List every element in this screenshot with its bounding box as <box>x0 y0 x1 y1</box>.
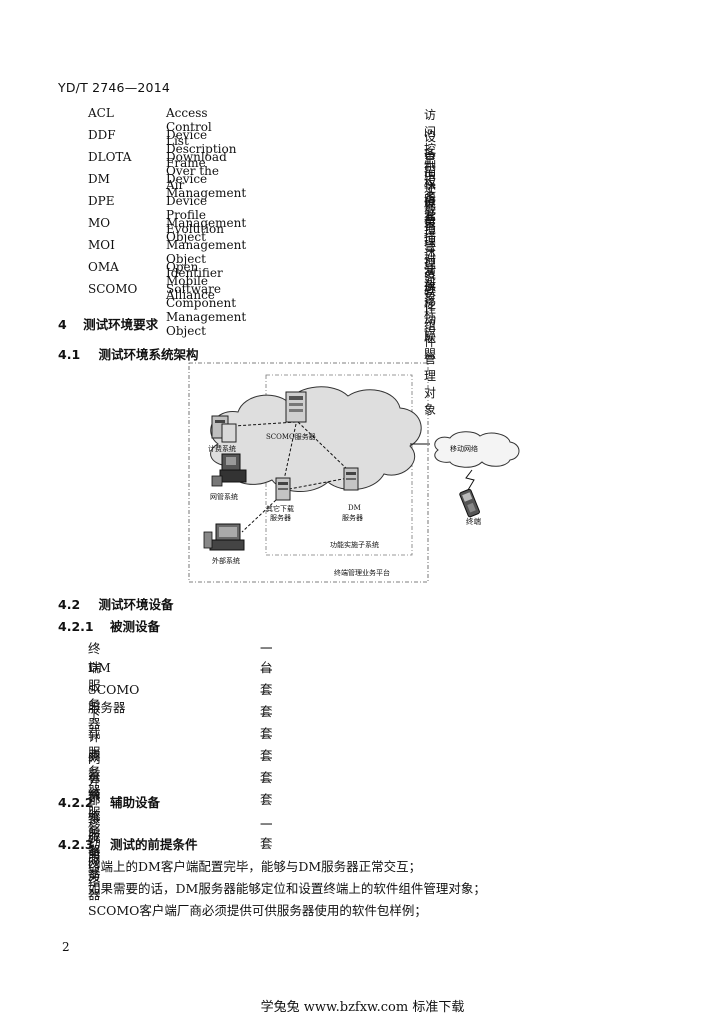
abbr-code: ACL <box>88 106 114 120</box>
device-name: 计费系统服务器 <box>88 729 101 858</box>
device-qty: 一套 <box>260 685 273 719</box>
device-name: 下载服务器 <box>88 707 101 798</box>
architecture-diagram: SCOMO服务器 计费系统 网管系统 其它下载 服务器 DM 服务器 外部系统 … <box>188 362 430 584</box>
section-title: 测试的前提条件 <box>109 837 198 852</box>
abbr-code: DDF <box>88 128 116 142</box>
section-number: 4.2.1 <box>58 619 94 634</box>
section-title: 测试环境设备 <box>98 597 174 612</box>
precondition-item: 如果需要的话，DM服务器能够定位和设置终端上的软件组件管理对象； <box>88 881 486 896</box>
section-number: 4.1 <box>58 347 81 362</box>
section-number: 4.2.3 <box>58 837 94 852</box>
dm-server-label-1: DM <box>348 504 361 512</box>
abbr-code: DM <box>88 172 110 186</box>
abbr-cn: 管理对象 <box>424 218 437 283</box>
section-title: 辅助设备 <box>109 795 160 810</box>
subsystem-label: 功能实施子系统 <box>330 541 379 549</box>
device-name: DM服务器 <box>88 660 111 731</box>
abbr-full: Device Description Frame <box>166 128 237 170</box>
phone-icon <box>459 488 480 518</box>
abbr-full: Software Component Management Object <box>166 282 247 338</box>
abbr-cn: 访问控制权限 <box>424 108 437 207</box>
abbr-cn: 设备描述框架 <box>424 130 437 229</box>
abbr-full: Access Control List <box>166 106 212 148</box>
scomo-server-label: SCOMO服务器 <box>266 433 316 441</box>
precondition-item: 终端上的DM客户端配置完毕，能够与DM服务器正常交互； <box>88 859 422 874</box>
section-heading-4-2: 4.2 测试环境设备 <box>58 594 174 613</box>
section-number: 4.2 <box>58 597 81 612</box>
standard-id: YD/T 2746—2014 <box>58 80 171 95</box>
device-name: 外部系统服务器 <box>88 773 101 902</box>
abbr-cn: 设备管理 <box>424 174 437 239</box>
section-number: 4 <box>58 317 67 332</box>
abbr-full: Management Object Identifier <box>166 238 247 280</box>
abbr-full: Device Management <box>166 172 247 200</box>
section-heading-4-2-1: 4.2.1 被测设备 <box>58 616 160 635</box>
abbr-full: Download Over the Air <box>166 150 227 192</box>
abbr-cn: 设备描述演进 <box>424 196 437 295</box>
section-number: 4.2.2 <box>58 795 94 810</box>
precondition-item: SCOMO客户端厂商必须提供可供服务器使用的软件包样例； <box>88 903 427 918</box>
device-qty: 一台 <box>260 641 273 675</box>
billing-system-label: 计费系统 <box>208 445 236 453</box>
section-heading-4-2-3: 4.2.3 测试的前提条件 <box>58 834 197 853</box>
device-name: SCOMO服务器 <box>88 682 140 715</box>
external-system-label: 外部系统 <box>212 557 240 565</box>
section-heading-4-1: 4.1 测试环境系统架构 <box>58 344 199 363</box>
section-title: 被测设备 <box>109 619 160 634</box>
section-title: 测试环境要求 <box>83 317 159 332</box>
abbr-cn: 管理对象标识 <box>424 240 437 339</box>
abbr-cn: 空中下载 <box>424 152 437 217</box>
device-name: 终端 <box>88 641 101 675</box>
mobile-network-label: 移动网络 <box>450 445 478 453</box>
section-title: 测试环境系统架构 <box>98 347 199 362</box>
abbr-full: Device Profile Evolution <box>166 194 224 236</box>
abbr-code: MOI <box>88 238 115 252</box>
section-heading-4-2-2: 4.2.2 辅助设备 <box>58 792 160 811</box>
page-number: 2 <box>62 940 70 954</box>
other-download-label-1: 其它下载 <box>266 505 294 513</box>
abbr-cn: 开放移动联盟 <box>424 262 437 361</box>
device-name: 网管系统服务器 <box>88 751 101 880</box>
abbr-code: OMA <box>88 260 119 274</box>
abbr-full: Management Object <box>166 216 247 244</box>
abbr-code: DPE <box>88 194 115 208</box>
device-qty: 一套 <box>260 773 273 807</box>
device-qty: 一套 <box>260 729 273 763</box>
terminal-label: 终端 <box>466 517 481 526</box>
section-heading-4: 4 测试环境要求 <box>58 314 158 333</box>
abbr-code: MO <box>88 216 111 230</box>
device-name: 移动网络 <box>88 817 101 889</box>
dm-server-label-2: 服务器 <box>342 514 363 522</box>
footer-watermark: 学兔兔 www.bzfxw.com 标准下载 <box>260 1000 465 1015</box>
abbr-code: DLOTA <box>88 150 132 164</box>
device-qty: 一套 <box>260 663 273 697</box>
other-download-label-2: 服务器 <box>270 514 291 522</box>
abbr-full: Open Mobile Alliance <box>166 260 215 302</box>
abbr-code: SCOMO <box>88 282 138 296</box>
device-qty: 一套 <box>260 817 273 851</box>
mobile-network-graphics <box>434 431 520 518</box>
platform-label: 终端管理业务平台 <box>334 569 390 577</box>
device-qty: 一套 <box>260 751 273 785</box>
nms-label: 网管系统 <box>210 493 238 501</box>
mobile-network-area: 移动网络 终端 <box>428 430 548 540</box>
device-qty: 一套 <box>260 707 273 741</box>
abbr-cn: 软件组件管理对象 <box>424 284 437 417</box>
diagram-graphics <box>188 362 430 583</box>
